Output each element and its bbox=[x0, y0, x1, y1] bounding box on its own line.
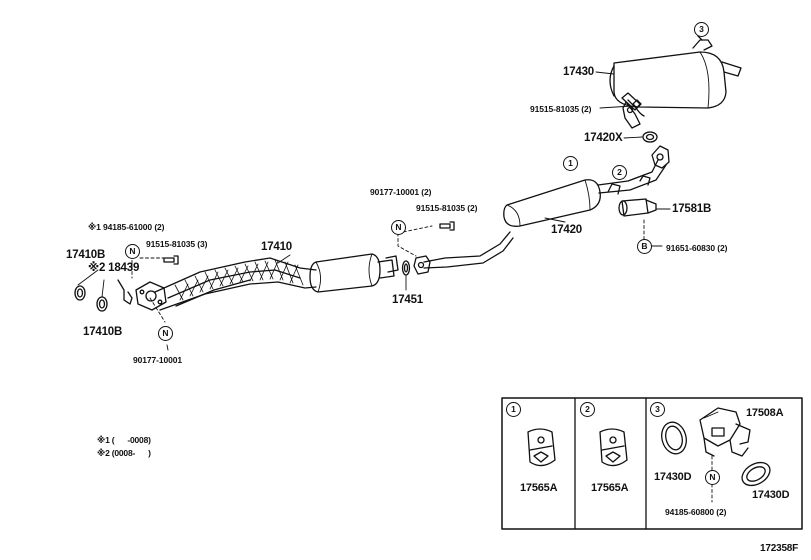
gasket-17430d-b bbox=[741, 461, 771, 487]
bolt-left bbox=[163, 255, 179, 265]
footnote-1: ※1 ( -0008) bbox=[97, 435, 151, 445]
label-17410b-a: 17410B bbox=[66, 249, 106, 261]
bolt-mid bbox=[439, 221, 455, 231]
inset-panel bbox=[501, 397, 803, 530]
callout-n-inset: N bbox=[705, 470, 720, 485]
inset-3-number: 3 bbox=[650, 402, 665, 417]
label-17451: 17451 bbox=[392, 294, 423, 306]
label-18439: ※2 18439 bbox=[88, 262, 140, 274]
callout-n-left: N bbox=[125, 244, 140, 259]
bracket-17508a bbox=[699, 407, 751, 457]
label-91515-mid: 91515-81035 (2) bbox=[416, 203, 478, 213]
label-17420: 17420 bbox=[551, 224, 582, 236]
callout-3: 3 bbox=[694, 22, 709, 37]
gasket-17430d-a bbox=[661, 421, 687, 455]
part-17581b bbox=[618, 198, 657, 217]
rear-muffler bbox=[609, 35, 742, 129]
label-94185-inset: 94185-60800 (2) bbox=[665, 507, 727, 517]
label-90177-bottom: 90177-10001 bbox=[133, 355, 183, 365]
mount-17565a-b bbox=[599, 428, 628, 467]
label-90177-top: 90177-10001 (2) bbox=[370, 187, 432, 197]
label-17430d-a: 17430D bbox=[654, 471, 692, 483]
label-17410: 17410 bbox=[261, 241, 292, 253]
callout-n-bottom: N bbox=[158, 326, 173, 341]
callout-2: 2 bbox=[612, 165, 627, 180]
gasket-17420x bbox=[642, 131, 658, 143]
diagram-id: 172358F bbox=[760, 543, 799, 554]
footnote-2: ※2 (0008- ) bbox=[97, 448, 151, 458]
label-91515-left: 91515-81035 (3) bbox=[146, 239, 208, 249]
label-94185-left: ※1 94185-61000 (2) bbox=[88, 222, 165, 232]
label-17420x: 17420X bbox=[584, 132, 623, 144]
gasket-17410b-b bbox=[96, 296, 108, 312]
mid-muffler bbox=[309, 253, 399, 293]
label-17430: 17430 bbox=[563, 66, 594, 78]
inset-2-number: 2 bbox=[580, 402, 595, 417]
bolt-top bbox=[632, 99, 642, 109]
label-91515-top: 91515-81035 (2) bbox=[530, 104, 592, 114]
center-pipe-17420 bbox=[423, 145, 670, 269]
inset-1-number: 1 bbox=[506, 402, 521, 417]
label-17581b: 17581B bbox=[672, 203, 712, 215]
label-17430d-b: 17430D bbox=[752, 489, 790, 501]
front-pipe-17410 bbox=[135, 257, 317, 311]
label-17508a: 17508A bbox=[746, 407, 784, 419]
callout-b: B bbox=[637, 239, 652, 254]
label-17565a-b: 17565A bbox=[591, 482, 629, 494]
label-17410b-b: 17410B bbox=[83, 326, 123, 338]
callout-n-top: N bbox=[391, 220, 406, 235]
callout-1: 1 bbox=[563, 156, 578, 171]
mount-17565a-a bbox=[527, 428, 556, 467]
label-91651: 91651-60830 (2) bbox=[666, 243, 728, 253]
label-17565a-a: 17565A bbox=[520, 482, 558, 494]
bracket-18439 bbox=[117, 279, 133, 305]
gasket-17410b-a bbox=[74, 285, 86, 301]
gasket-17451 bbox=[401, 260, 411, 276]
